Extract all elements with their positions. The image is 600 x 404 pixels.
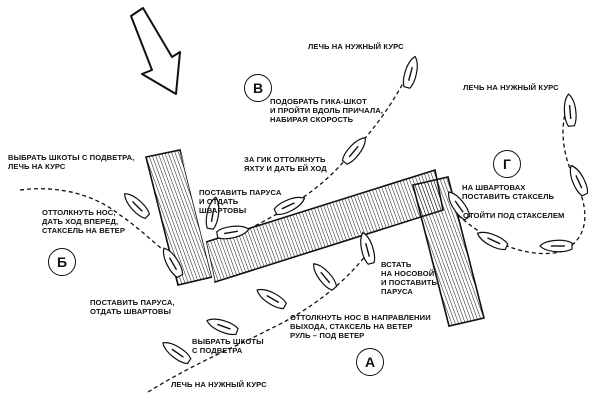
label-v-sails: ПОСТАВИТЬ ПАРУСА И ОТДАТЬ ШВАРТОВЫ xyxy=(199,188,282,215)
boat-b-push xyxy=(119,188,153,222)
boat-a-sheets xyxy=(204,314,240,338)
pier xyxy=(145,149,485,327)
label-v-main: ПОДОБРАТЬ ГИКА-ШКОТ И ПРОЙТИ ВДОЛЬ ПРИЧА… xyxy=(270,97,384,124)
boat-a-course xyxy=(158,337,194,367)
label-a-push: ОТТОЛКНУТЬ НОС В НАПРАВЛЕНИИ ВЫХОДА, СТА… xyxy=(290,313,431,340)
route-a xyxy=(147,249,371,393)
label-b-sheets: ВЫБРАТЬ ШКОТЫ С ПОДВЕТРА, ЛЕЧЬ НА КУРС xyxy=(8,153,135,171)
label-a-bow: ВСТАТЬ НА НОСОВОЙ И ПОСТАВИТЬ ПАРУСА xyxy=(381,260,438,296)
wind-arrow xyxy=(130,7,181,95)
route-v xyxy=(229,69,411,239)
marker-g: Г xyxy=(493,150,521,178)
boat-g-turn xyxy=(565,162,591,198)
label-b-push: ОТТОЛКНУТЬ НОС, ДАТЬ ХОД ВПЕРЕД, СТАКСЕЛ… xyxy=(42,208,126,235)
route-g xyxy=(457,99,586,255)
boat-g-jib xyxy=(539,239,573,253)
boat-a-push xyxy=(308,259,340,293)
label-v-push: ЗА ГИК ОТТОЛКНУТЬ ЯХТУ И ДАТЬ ЕЙ ХОД xyxy=(244,155,327,173)
boat-g-leave xyxy=(474,227,510,253)
marker-b: Б xyxy=(48,248,76,276)
label-g-jib: ОТОЙТИ ПОД СТАКСЕЛЕМ xyxy=(463,211,565,220)
label-b-sails: ПОСТАВИТЬ ПАРУСА, ОТДАТЬ ШВАРТОВЫ xyxy=(90,298,175,316)
route-b xyxy=(19,188,181,263)
boat-v-course xyxy=(400,54,422,90)
label-g-course: ЛЕЧЬ НА НУЖНЫЙ КУРС xyxy=(463,83,559,92)
marker-v: В xyxy=(244,74,272,102)
label-g-moor: НА ШВАРТОВАХ ПОСТАВИТЬ СТАКСЕЛЬ xyxy=(462,183,555,201)
label-a-course: ЛЕЧЬ НА НУЖНЫЙ КУРС xyxy=(171,380,267,389)
label-v-course: ЛЕЧЬ НА НУЖНЫЙ КУРС xyxy=(308,42,404,51)
boat-v-push xyxy=(339,133,371,167)
marker-a: А xyxy=(356,348,384,376)
boat-g-course xyxy=(562,92,578,128)
boat-a-turn xyxy=(253,284,289,312)
label-a-sheets: ВЫБРАТЬ ШКОТЫ С ПОДВЕТРА xyxy=(192,337,264,355)
